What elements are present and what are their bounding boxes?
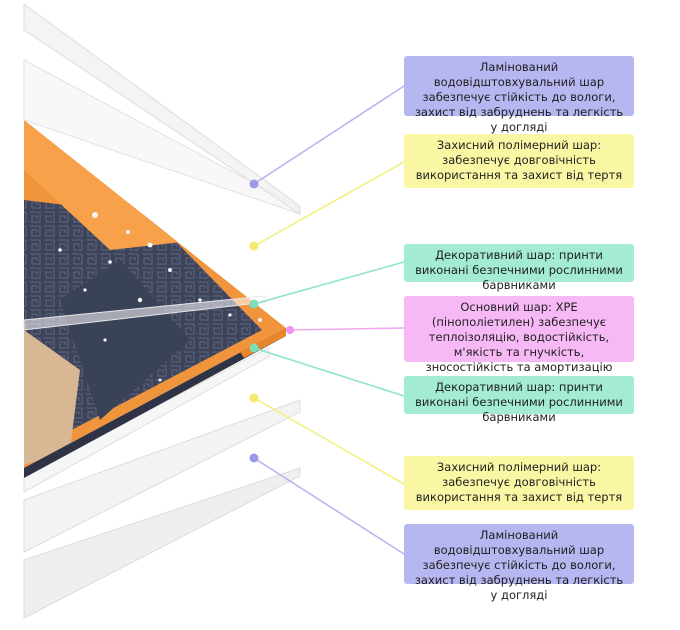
label-bottom-polymer: Захисний полімерний шар: забезпечує довг… (404, 456, 634, 510)
connector-top-decorative (253, 261, 405, 305)
bottom-decorative-film (23, 347, 271, 493)
top-decorative-film (23, 295, 268, 331)
dot-core (286, 326, 294, 334)
top-laminated-sheet (23, 3, 301, 215)
label-top-decorative: Декоративний шар: принти виконані безпеч… (404, 244, 634, 292)
connector-bottom-decorative (253, 347, 405, 397)
dot-bottom-polymer (249, 393, 259, 403)
dot-top-laminated (249, 179, 259, 189)
bottom-polymer-sheet (23, 399, 301, 553)
label-bottom-laminated: Ламінований водовідштовхувальний шар заб… (404, 524, 634, 602)
connector-top-laminated (253, 85, 405, 185)
connector-top-polymer (253, 161, 405, 247)
label-core-xpe: Основний шар: XPE (пінополіетилен) забез… (404, 296, 634, 389)
connector-bottom-polymer (253, 397, 405, 485)
bottom-laminated-sheet (23, 467, 301, 619)
dot-bottom-decorative (249, 343, 259, 353)
dot-top-polymer (249, 241, 259, 251)
dot-bottom-laminated (249, 453, 259, 463)
label-bottom-decorative: Декоративний шар: принти виконані безпеч… (404, 376, 634, 424)
connector-bottom-laminated (253, 457, 405, 555)
label-top-polymer: Захисний полімерний шар: забезпечує довг… (404, 134, 634, 188)
mat-core-edge (24, 328, 286, 478)
connector-core (289, 327, 405, 331)
dot-top-decorative (249, 299, 259, 309)
label-top-laminated: Ламінований водовідштовхувальний шар заб… (404, 56, 634, 134)
